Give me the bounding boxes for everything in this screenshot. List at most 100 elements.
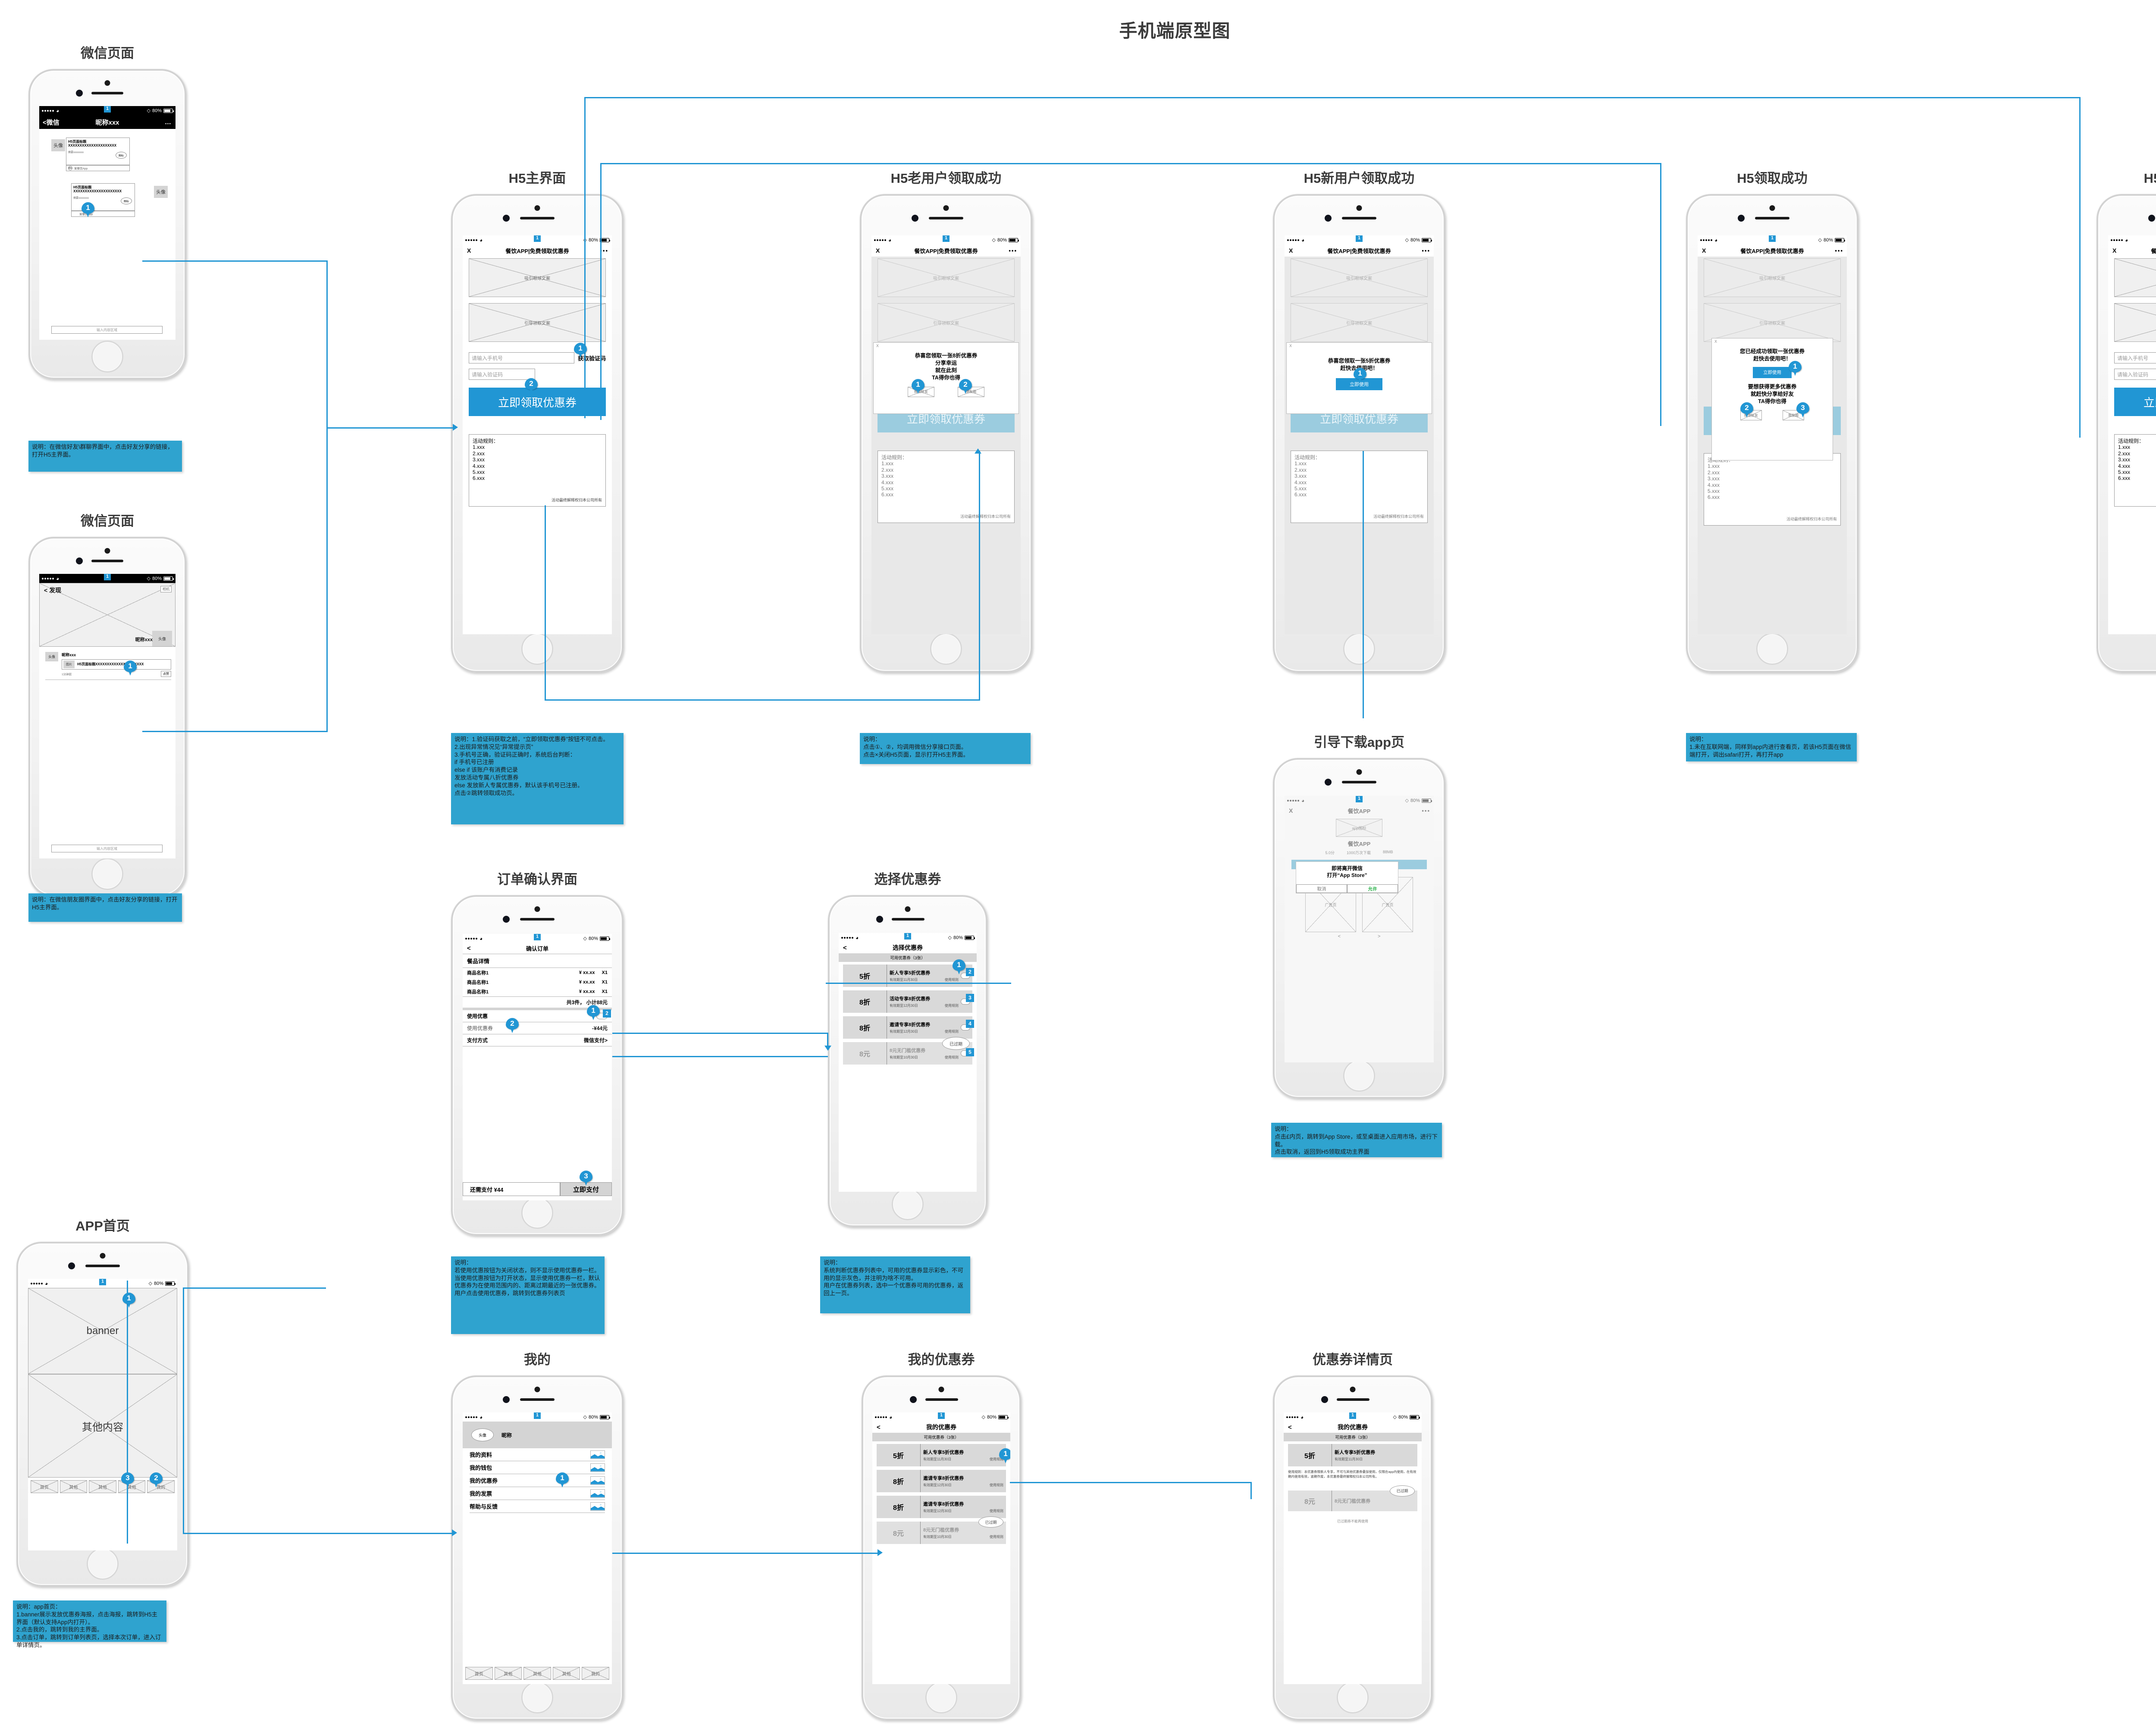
mine-row-help[interactable]: 帮助与反馈 bbox=[470, 1500, 605, 1513]
modal-close-icon[interactable]: X bbox=[1714, 339, 1717, 344]
screen-content: ◕ ◇ 80% 1 X 餐饮APP|免费领取优惠券 ••• 吸引眼球文案 引导领… bbox=[1698, 235, 1847, 634]
coupon-rule-link[interactable]: 使用规则 bbox=[990, 1457, 1003, 1461]
close-icon[interactable]: X bbox=[1289, 247, 1293, 254]
other-content-block[interactable]: 其他内容 bbox=[28, 1374, 177, 1478]
use-coupon-row[interactable]: 使用优惠券 -¥44元 2 bbox=[463, 1018, 612, 1034]
more-button[interactable]: ••• bbox=[600, 247, 608, 254]
coupon-rule-link[interactable]: 使用规则 bbox=[990, 1483, 1003, 1487]
cancel-button[interactable]: 取消 bbox=[1296, 884, 1347, 893]
home-button[interactable] bbox=[91, 341, 123, 373]
close-icon[interactable]: X bbox=[467, 247, 471, 254]
screen-content: ◕ ◇ 80% 1 X 餐饮APP ••• app图标 餐饮APP 5.0分 bbox=[1285, 796, 1434, 1062]
coupon-row[interactable]: 8折 邀请专享8折优惠券 有效期至12月30日 使用规则 bbox=[877, 1496, 1006, 1518]
home-button[interactable] bbox=[1343, 633, 1375, 665]
post-avatar[interactable]: 头像 bbox=[45, 652, 58, 661]
profile-avatar[interactable]: 头像 bbox=[152, 631, 172, 646]
home-button[interactable] bbox=[925, 1682, 957, 1713]
home-button[interactable] bbox=[892, 1188, 924, 1220]
claim-coupon-button[interactable]: 立即领取优惠券 bbox=[469, 388, 606, 416]
message-input-bar[interactable]: 输入内容区域 bbox=[51, 326, 163, 334]
tab-other-1[interactable]: 其他 bbox=[60, 1480, 88, 1493]
home-button[interactable] bbox=[1756, 633, 1788, 665]
more-button[interactable]: ••• bbox=[1009, 247, 1017, 254]
home-button[interactable] bbox=[87, 1548, 119, 1580]
shared-link-card[interactable]: H5页面标题XXXXXXXXXXXXXXXXXXXXX 摘要xxxxxxxx 图… bbox=[66, 138, 130, 165]
modal-close-icon[interactable]: X bbox=[876, 344, 879, 348]
back-button[interactable]: < bbox=[877, 1423, 881, 1431]
avatar[interactable]: 头像 bbox=[471, 1428, 494, 1441]
shared-link-card[interactable]: H5页面标题XXXXXXXXXXXXXXXXXXXXX 摘要xxxxxxxx 图… bbox=[71, 183, 135, 211]
guide-banner: 引导领取文案 bbox=[1704, 303, 1841, 342]
more-button[interactable]: ••• bbox=[1835, 247, 1843, 254]
coupon-rule-link[interactable]: 使用规则 bbox=[990, 1509, 1003, 1513]
front-camera-icon bbox=[76, 90, 83, 97]
mine-row-wallet[interactable]: 我的钱包 bbox=[470, 1461, 605, 1474]
bluetooth-icon: ◇ bbox=[981, 1415, 985, 1420]
back-button[interactable]: < bbox=[467, 945, 471, 952]
home-button[interactable] bbox=[91, 858, 123, 890]
coupon-row[interactable]: 8折 邀请专享8折优惠券 有效期至12月30日 使用规则 4 bbox=[843, 1016, 974, 1039]
mine-row-profile[interactable]: 我的资料 bbox=[470, 1448, 605, 1461]
use-discount-row[interactable]: 使用优惠 1 2 bbox=[463, 1005, 612, 1022]
coupon-row[interactable]: 5折 新人专享5折优惠券 有效期至11月30日 使用规则 1 bbox=[877, 1444, 1010, 1466]
nav-title: 餐饮APP|免费领取优惠券 bbox=[914, 247, 978, 254]
home-button[interactable] bbox=[521, 633, 553, 665]
claim-coupon-button[interactable]: 立即领取优惠券 bbox=[2114, 388, 2156, 416]
coupon-rule-link[interactable]: 使用规则 bbox=[945, 978, 959, 982]
carousel-next-button[interactable]: > bbox=[1378, 934, 1381, 939]
tab-other-2[interactable]: 其他 bbox=[89, 1480, 116, 1493]
modal-close-icon[interactable]: X bbox=[1289, 344, 1292, 348]
carousel-prev-button[interactable]: < bbox=[1338, 934, 1341, 939]
code-input[interactable]: 请输入验证码 bbox=[2114, 369, 2156, 380]
pay-now-button[interactable]: 立即支付 3 bbox=[560, 1171, 612, 1196]
camera-dot bbox=[938, 1387, 944, 1392]
close-icon[interactable]: X bbox=[2112, 247, 2117, 254]
camera-icon[interactable]: 相机 bbox=[160, 586, 172, 592]
rule-item: 3.xxx bbox=[881, 473, 894, 479]
tab-other-3[interactable]: 其他 bbox=[552, 1667, 580, 1680]
coupon-row[interactable]: 8折 邀请专享8折优惠券 有效期至12月30日 使用规则 bbox=[877, 1470, 1006, 1492]
tab-home[interactable]: 首页 bbox=[31, 1480, 58, 1493]
back-to-discover-button[interactable]: < 发现 bbox=[44, 587, 62, 594]
tab-other-2[interactable]: 其他 bbox=[523, 1667, 551, 1680]
home-button[interactable] bbox=[1343, 1060, 1375, 1092]
back-to-wechat-button[interactable]: <微信 bbox=[43, 119, 60, 126]
home-button[interactable] bbox=[521, 1197, 553, 1229]
home-button[interactable] bbox=[1337, 1682, 1369, 1713]
phone-input[interactable]: 请输入手机号 bbox=[469, 352, 574, 363]
coupon-valid: 有效期至10月30日 bbox=[923, 1535, 952, 1539]
tab-mine[interactable]: 我的 bbox=[582, 1667, 609, 1680]
home-button[interactable] bbox=[930, 633, 962, 665]
shared-link-card[interactable]: 图片 H5页面标题XXXXXXXXXXXXXXXXXXXXX bbox=[62, 659, 171, 670]
close-icon[interactable]: X bbox=[876, 247, 880, 254]
home-banner[interactable]: banner 1 bbox=[28, 1288, 177, 1374]
comment-input-bar[interactable]: 输入内容区域 bbox=[51, 845, 163, 852]
more-button[interactable]: ••• bbox=[1422, 807, 1430, 814]
code-input[interactable]: 请输入验证码 bbox=[469, 369, 535, 380]
coupon-rule-link[interactable]: 使用规则 bbox=[945, 1004, 959, 1008]
phone-input[interactable]: 请输入手机号 bbox=[2114, 352, 2156, 363]
pay-method-row[interactable]: 支付方式 微信支付> bbox=[463, 1034, 612, 1046]
share-moments-button[interactable]: 朋友圈 bbox=[1783, 410, 1804, 421]
nav-title: 我的优惠券 bbox=[1338, 1424, 1368, 1431]
rules-footer: 活动最终解释权归本公司所有 bbox=[1786, 517, 1837, 522]
like-button[interactable]: 点赞 bbox=[161, 671, 171, 677]
step-badge: 1 bbox=[1356, 796, 1363, 802]
close-icon[interactable]: X bbox=[1289, 807, 1293, 814]
use-now-button[interactable]: 立即使用 bbox=[1753, 366, 1792, 378]
home-button[interactable] bbox=[521, 1682, 553, 1713]
coupon-row[interactable]: 8折 活动专享8折优惠券 有效期至12月30日 使用规则 3 bbox=[843, 990, 974, 1013]
note-h5-old-user: 说明： 点击①、②，均调用微信分享接口页面。 点击×关闭H5页面，显示打开H5主… bbox=[860, 733, 1031, 764]
tab-home[interactable]: 首页 bbox=[465, 1667, 493, 1680]
mine-row-coupons[interactable]: 我的优惠券 1 bbox=[470, 1472, 605, 1488]
coupon-row-selected[interactable]: 5折 新人专享5折优惠券 有效期至11月30日 bbox=[1288, 1444, 1417, 1466]
tab-other-1[interactable]: 其他 bbox=[494, 1667, 522, 1680]
back-button[interactable]: < bbox=[843, 944, 847, 952]
close-icon[interactable]: X bbox=[1702, 247, 1706, 254]
allow-button[interactable]: 允许 bbox=[1347, 884, 1398, 893]
more-button[interactable]: … bbox=[165, 118, 172, 126]
coupon-rule-link[interactable]: 使用规则 bbox=[945, 1030, 959, 1033]
more-button[interactable]: ••• bbox=[1422, 247, 1430, 254]
mine-row-invoice[interactable]: 我的发票 bbox=[470, 1487, 605, 1500]
back-button[interactable]: < bbox=[1288, 1423, 1292, 1431]
